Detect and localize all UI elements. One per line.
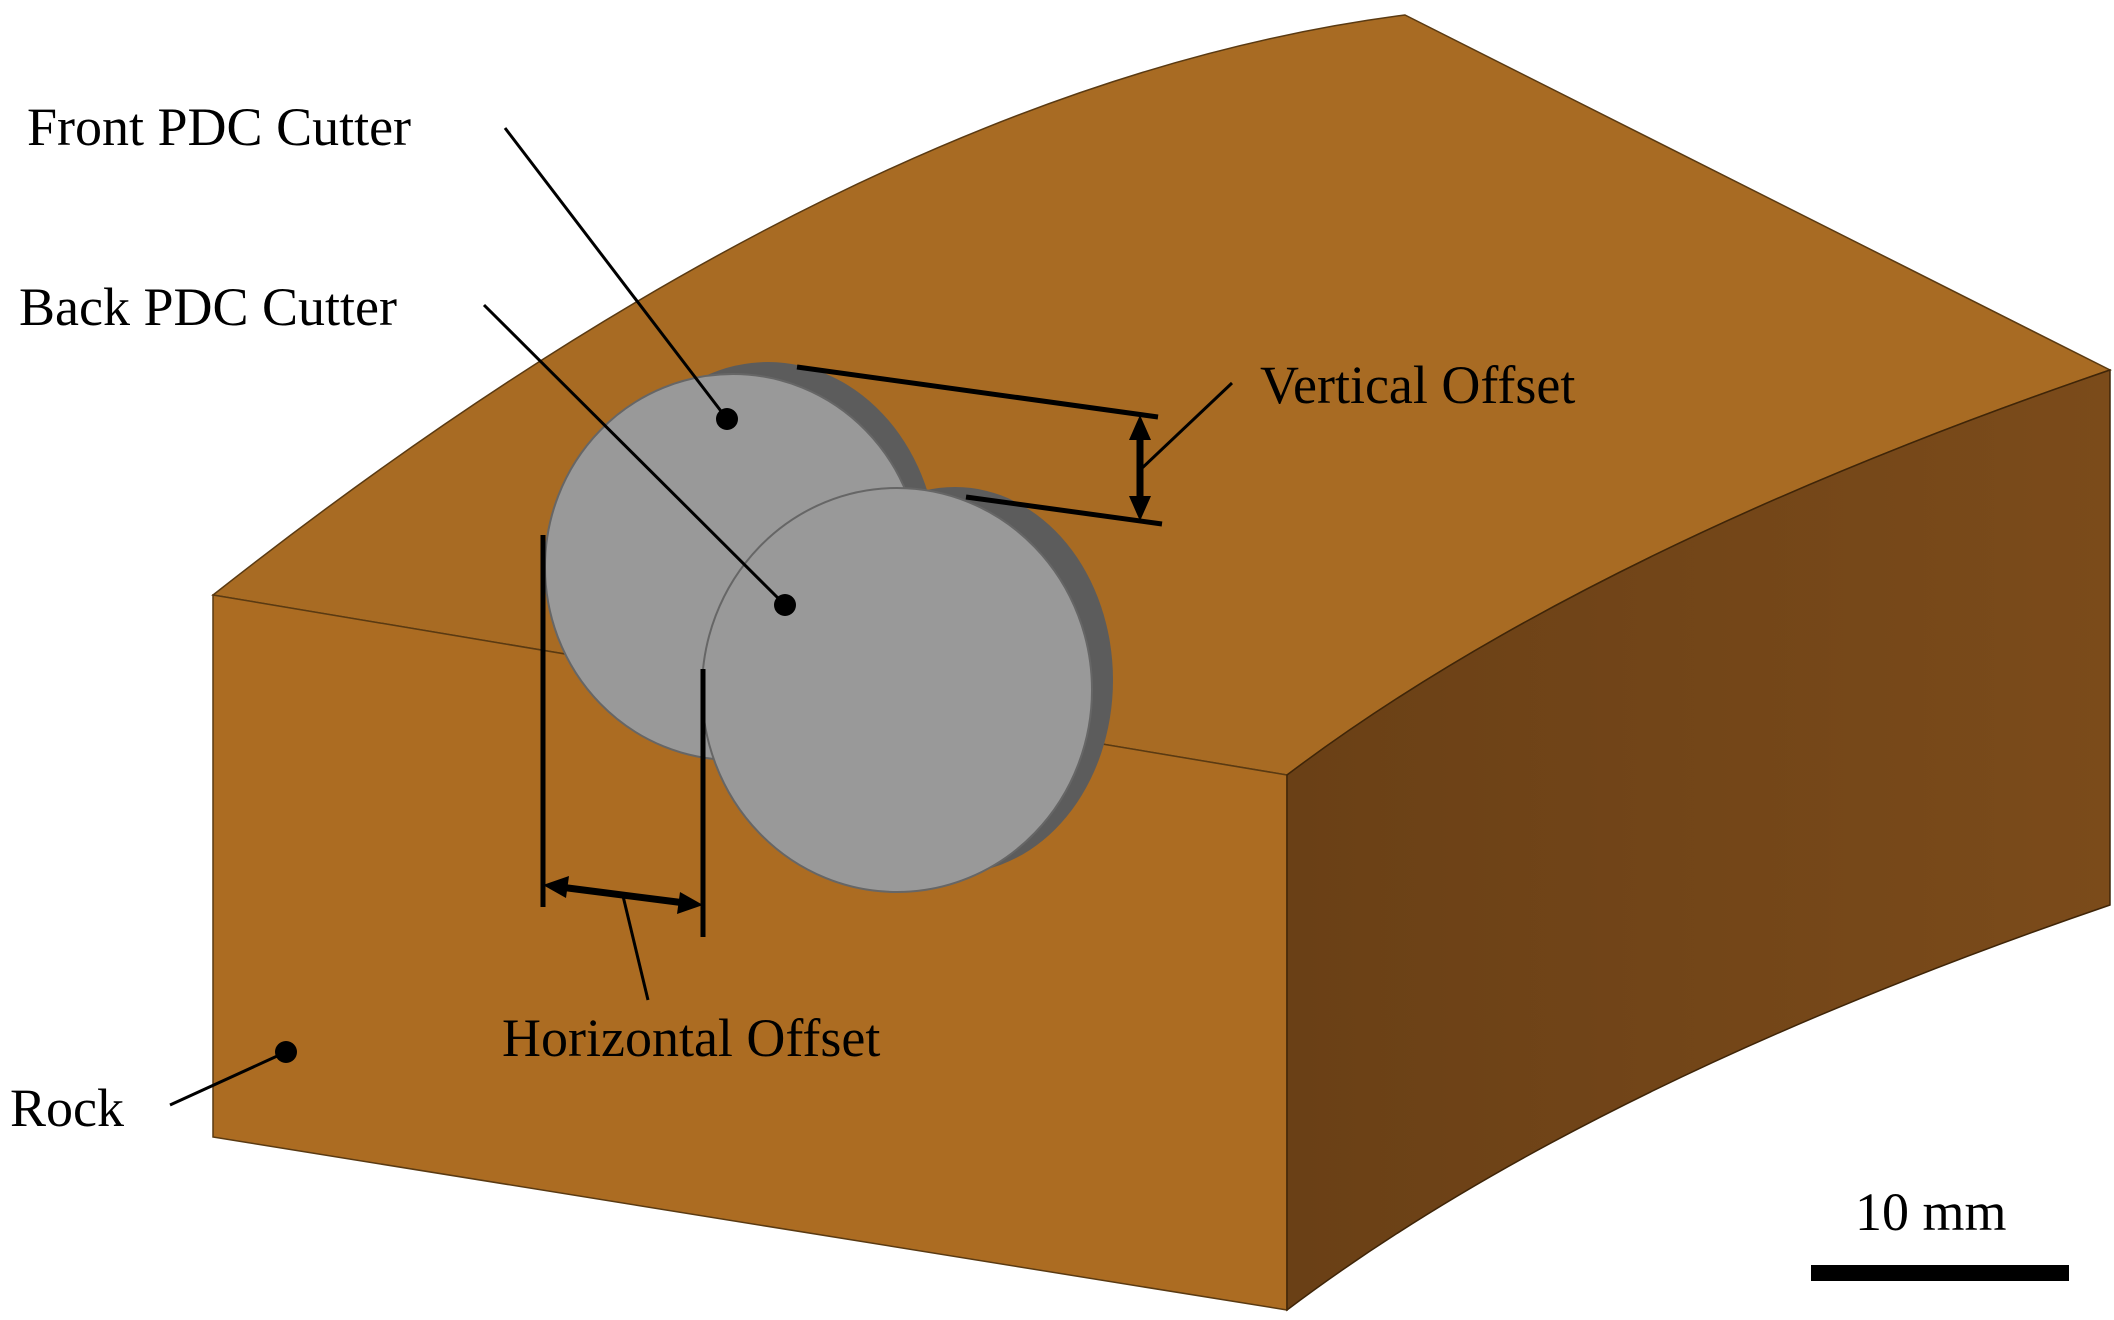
horizontal-offset-dimension	[559, 883, 686, 907]
vertical-offset-leader	[1138, 381, 1234, 472]
horizontal-offset-arrowhead-right	[677, 892, 703, 914]
horizontal-offset-label: Horizontal Offset	[502, 1008, 880, 1068]
vertical-offset-ext-bottom	[965, 494, 1163, 527]
rock-side-face	[1286, 368, 2111, 1312]
vertical-offset-arrowhead-top	[1129, 415, 1151, 440]
horizontal-offset-arrowhead-left	[543, 876, 569, 898]
rock-marker	[275, 1041, 297, 1063]
scale-bar	[1811, 1265, 2069, 1281]
rock-label: Rock	[10, 1078, 124, 1138]
back-cutter-leader	[482, 303, 787, 607]
horizontal-offset-leader	[621, 895, 650, 1001]
annotations	[169, 127, 2069, 1281]
back-pdc-cutter	[701, 487, 1113, 893]
vertical-offset-arrowhead-bottom	[1129, 496, 1151, 521]
front-cutter-label: Front PDC Cutter	[27, 97, 411, 157]
scale-bar-label: 10 mm	[1855, 1182, 2007, 1242]
back-cutter-label: Back PDC Cutter	[19, 277, 397, 337]
front-cutter-leader	[503, 127, 729, 420]
back-cutter-marker	[774, 594, 796, 616]
vertical-offset-ext-top	[796, 364, 1159, 420]
vertical-offset-label: Vertical Offset	[1260, 355, 1575, 415]
front-cutter-marker	[716, 408, 738, 430]
rock-leader	[169, 1050, 287, 1107]
text-labels: Front PDC Cutter Back PDC Cutter Vertica…	[10, 97, 2007, 1242]
rock-block	[211, 14, 2112, 1312]
back-cutter-face	[701, 487, 1093, 893]
